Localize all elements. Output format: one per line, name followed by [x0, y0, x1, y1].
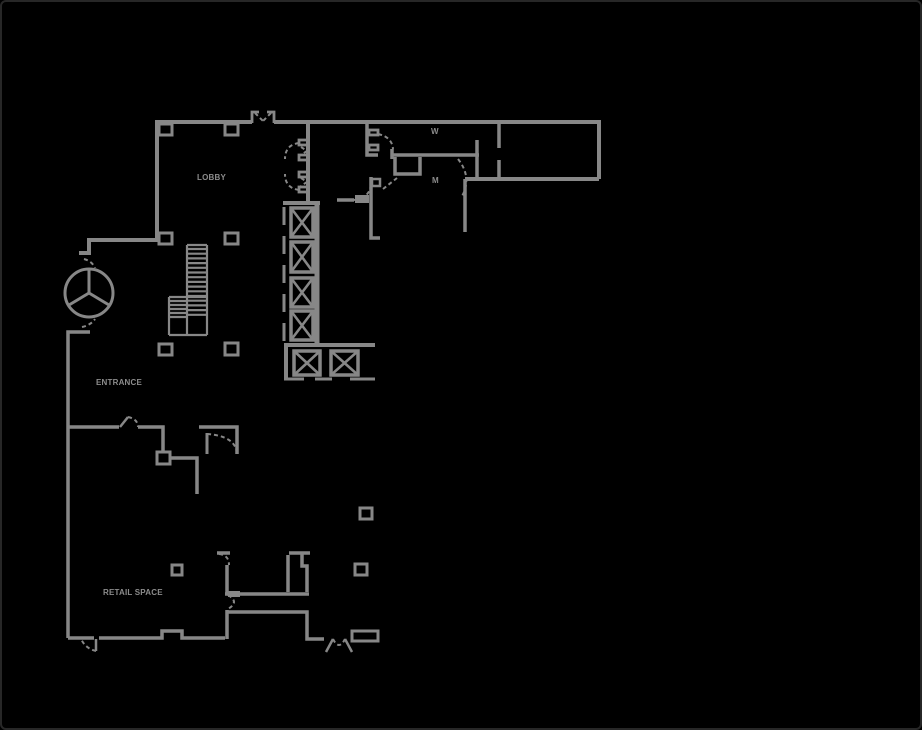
label-lobby: LOBBY — [197, 173, 226, 182]
column-icon — [155, 450, 172, 466]
label-restroom-w: W — [431, 127, 439, 136]
column-icon — [170, 563, 184, 577]
door-swing-icons — [80, 112, 468, 652]
retail-walls — [68, 416, 380, 653]
column-icon — [223, 122, 240, 137]
column-icon — [157, 342, 174, 357]
label-retail-space: RETAIL SPACE — [103, 588, 163, 597]
column-icon — [157, 122, 174, 137]
column-icon — [157, 231, 174, 246]
column-icon — [353, 562, 369, 577]
column-icon — [358, 506, 374, 521]
entrance-walls — [66, 330, 90, 638]
revolving-door-icon — [63, 267, 115, 319]
restroom-walls — [337, 122, 501, 240]
label-restroom-m: M — [432, 176, 439, 185]
column-icon — [223, 341, 240, 357]
elevator-bank-icon — [282, 201, 375, 381]
column-icon — [223, 231, 240, 246]
structural-columns — [155, 122, 374, 577]
lobby-walls — [79, 120, 601, 255]
staircase-icon — [167, 243, 209, 337]
label-entrance: ENTRANCE — [96, 378, 143, 387]
door-jambs — [250, 110, 380, 194]
